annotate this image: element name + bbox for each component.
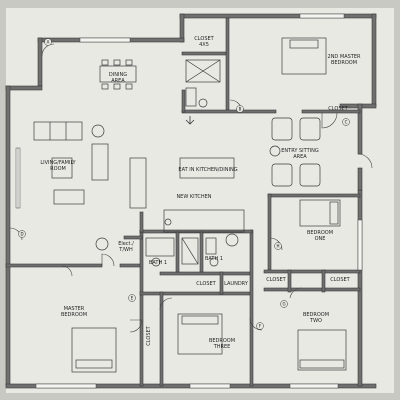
svg-text:D: D: [20, 232, 23, 237]
sofa: [33, 121, 83, 141]
label-closet-vertical: CLOSET: [146, 325, 152, 345]
label-closet-left: CLOSET: [266, 277, 286, 283]
label-bath-a: BATH 1: [149, 260, 167, 266]
tag-f: F: [256, 322, 264, 330]
dining-table: [99, 65, 137, 83]
svg-text:H: H: [276, 244, 279, 249]
tag-d: D: [18, 230, 26, 238]
loveseat: [91, 143, 109, 181]
svg-text:F: F: [259, 324, 262, 329]
tag-c: C: [342, 118, 350, 126]
label-new-kitchen: NEW KITCHEN: [176, 194, 211, 200]
label-closet-mid: CLOSET: [196, 281, 216, 287]
tag-h: H: [274, 242, 282, 250]
bed-one: [299, 199, 341, 227]
doors: [9, 43, 373, 333]
windows: [15, 13, 363, 389]
label-bath-b: BATH 1: [205, 256, 223, 262]
arrow-down-icon: [185, 116, 195, 125]
tag-a: A: [44, 38, 52, 46]
bed-2nd-master: [281, 37, 327, 75]
label-kitchen: EAT IN KITCHEN/DINING: [178, 167, 237, 173]
plan-sheet: [6, 8, 394, 393]
label-closet-right: CLOSET: [330, 277, 350, 283]
interior-walls: [5, 17, 361, 387]
section-tags: A B C D E F G H: [18, 38, 350, 330]
furniture: [33, 37, 347, 373]
label-elect-twh: Elect./T/WH: [118, 241, 134, 253]
tag-e: E: [128, 294, 136, 302]
svg-text:A: A: [47, 40, 50, 45]
coffee-table: [51, 157, 73, 179]
label-closet-upper: CLOSET: [328, 106, 348, 112]
svg-text:B: B: [239, 107, 242, 112]
svg-text:E: E: [131, 296, 134, 301]
bed-three: [177, 313, 223, 355]
label-laundry: LAUNDRY: [224, 281, 249, 287]
tag-g: G: [280, 300, 288, 308]
bed-master: [71, 327, 117, 373]
svg-text:G: G: [282, 302, 285, 307]
svg-text:C: C: [345, 120, 348, 125]
tag-b: B: [236, 105, 244, 113]
bed-two: [297, 329, 347, 371]
